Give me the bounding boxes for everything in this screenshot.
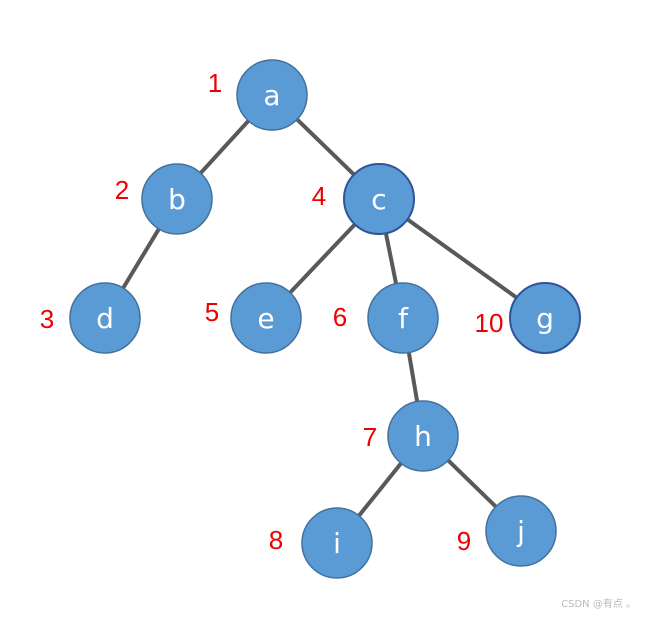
order-number-h: 7 (363, 422, 377, 452)
order-number-g: 10 (475, 308, 504, 338)
order-number-f: 6 (333, 302, 347, 332)
node-circle-f (367, 282, 439, 354)
node-layer: a b c d e f g h i j (69, 59, 581, 579)
node-circle-d (69, 282, 141, 354)
node-circle-c (343, 163, 415, 235)
order-number-i: 8 (269, 525, 283, 555)
order-number-b: 2 (115, 175, 129, 205)
watermark: CSDN @有点 。 (561, 599, 636, 610)
node-label-j: j (516, 515, 525, 548)
edge-a-b (199, 119, 250, 175)
order-number-j: 9 (457, 526, 471, 556)
node-c: c (343, 163, 415, 235)
node-circle-e (230, 282, 302, 354)
node-label-e: e (257, 302, 274, 335)
node-e: e (230, 282, 302, 354)
order-number-e: 5 (205, 297, 219, 327)
edge-c-g (406, 217, 518, 300)
edge-h-j (446, 458, 498, 509)
edge-c-f (383, 232, 399, 285)
node-label-a: a (263, 79, 280, 112)
node-circle-b (141, 163, 213, 235)
edge-c-e (288, 223, 357, 294)
node-a: a (236, 59, 308, 131)
node-h: h (387, 400, 459, 472)
order-number-a: 1 (208, 68, 222, 98)
node-label-f: f (398, 302, 409, 335)
node-label-b: b (168, 183, 186, 216)
node-label-d: d (96, 302, 114, 335)
node-circle-g (509, 282, 581, 354)
node-f: f (367, 282, 439, 354)
node-circle-i (301, 507, 373, 579)
node-circle-h (387, 400, 459, 472)
order-number-layer: 1 2 4 3 5 6 10 7 8 9 (40, 68, 504, 556)
order-number-c: 4 (312, 181, 326, 211)
edge-a-c (295, 117, 356, 177)
node-label-i: i (333, 527, 341, 560)
node-d: d (69, 282, 141, 354)
node-b: b (141, 163, 213, 235)
node-circle-a (236, 59, 308, 131)
node-circle-j (485, 495, 557, 567)
node-label-g: g (536, 302, 554, 335)
edge-b-d (121, 227, 161, 290)
edge-f-h (406, 352, 420, 402)
node-g: g (509, 282, 581, 354)
edge-layer (121, 117, 518, 517)
node-label-c: c (371, 183, 386, 216)
order-number-d: 3 (40, 304, 54, 334)
node-j: j (485, 495, 557, 567)
edge-h-i (357, 462, 403, 517)
node-i: i (301, 507, 373, 579)
node-label-h: h (414, 420, 432, 453)
